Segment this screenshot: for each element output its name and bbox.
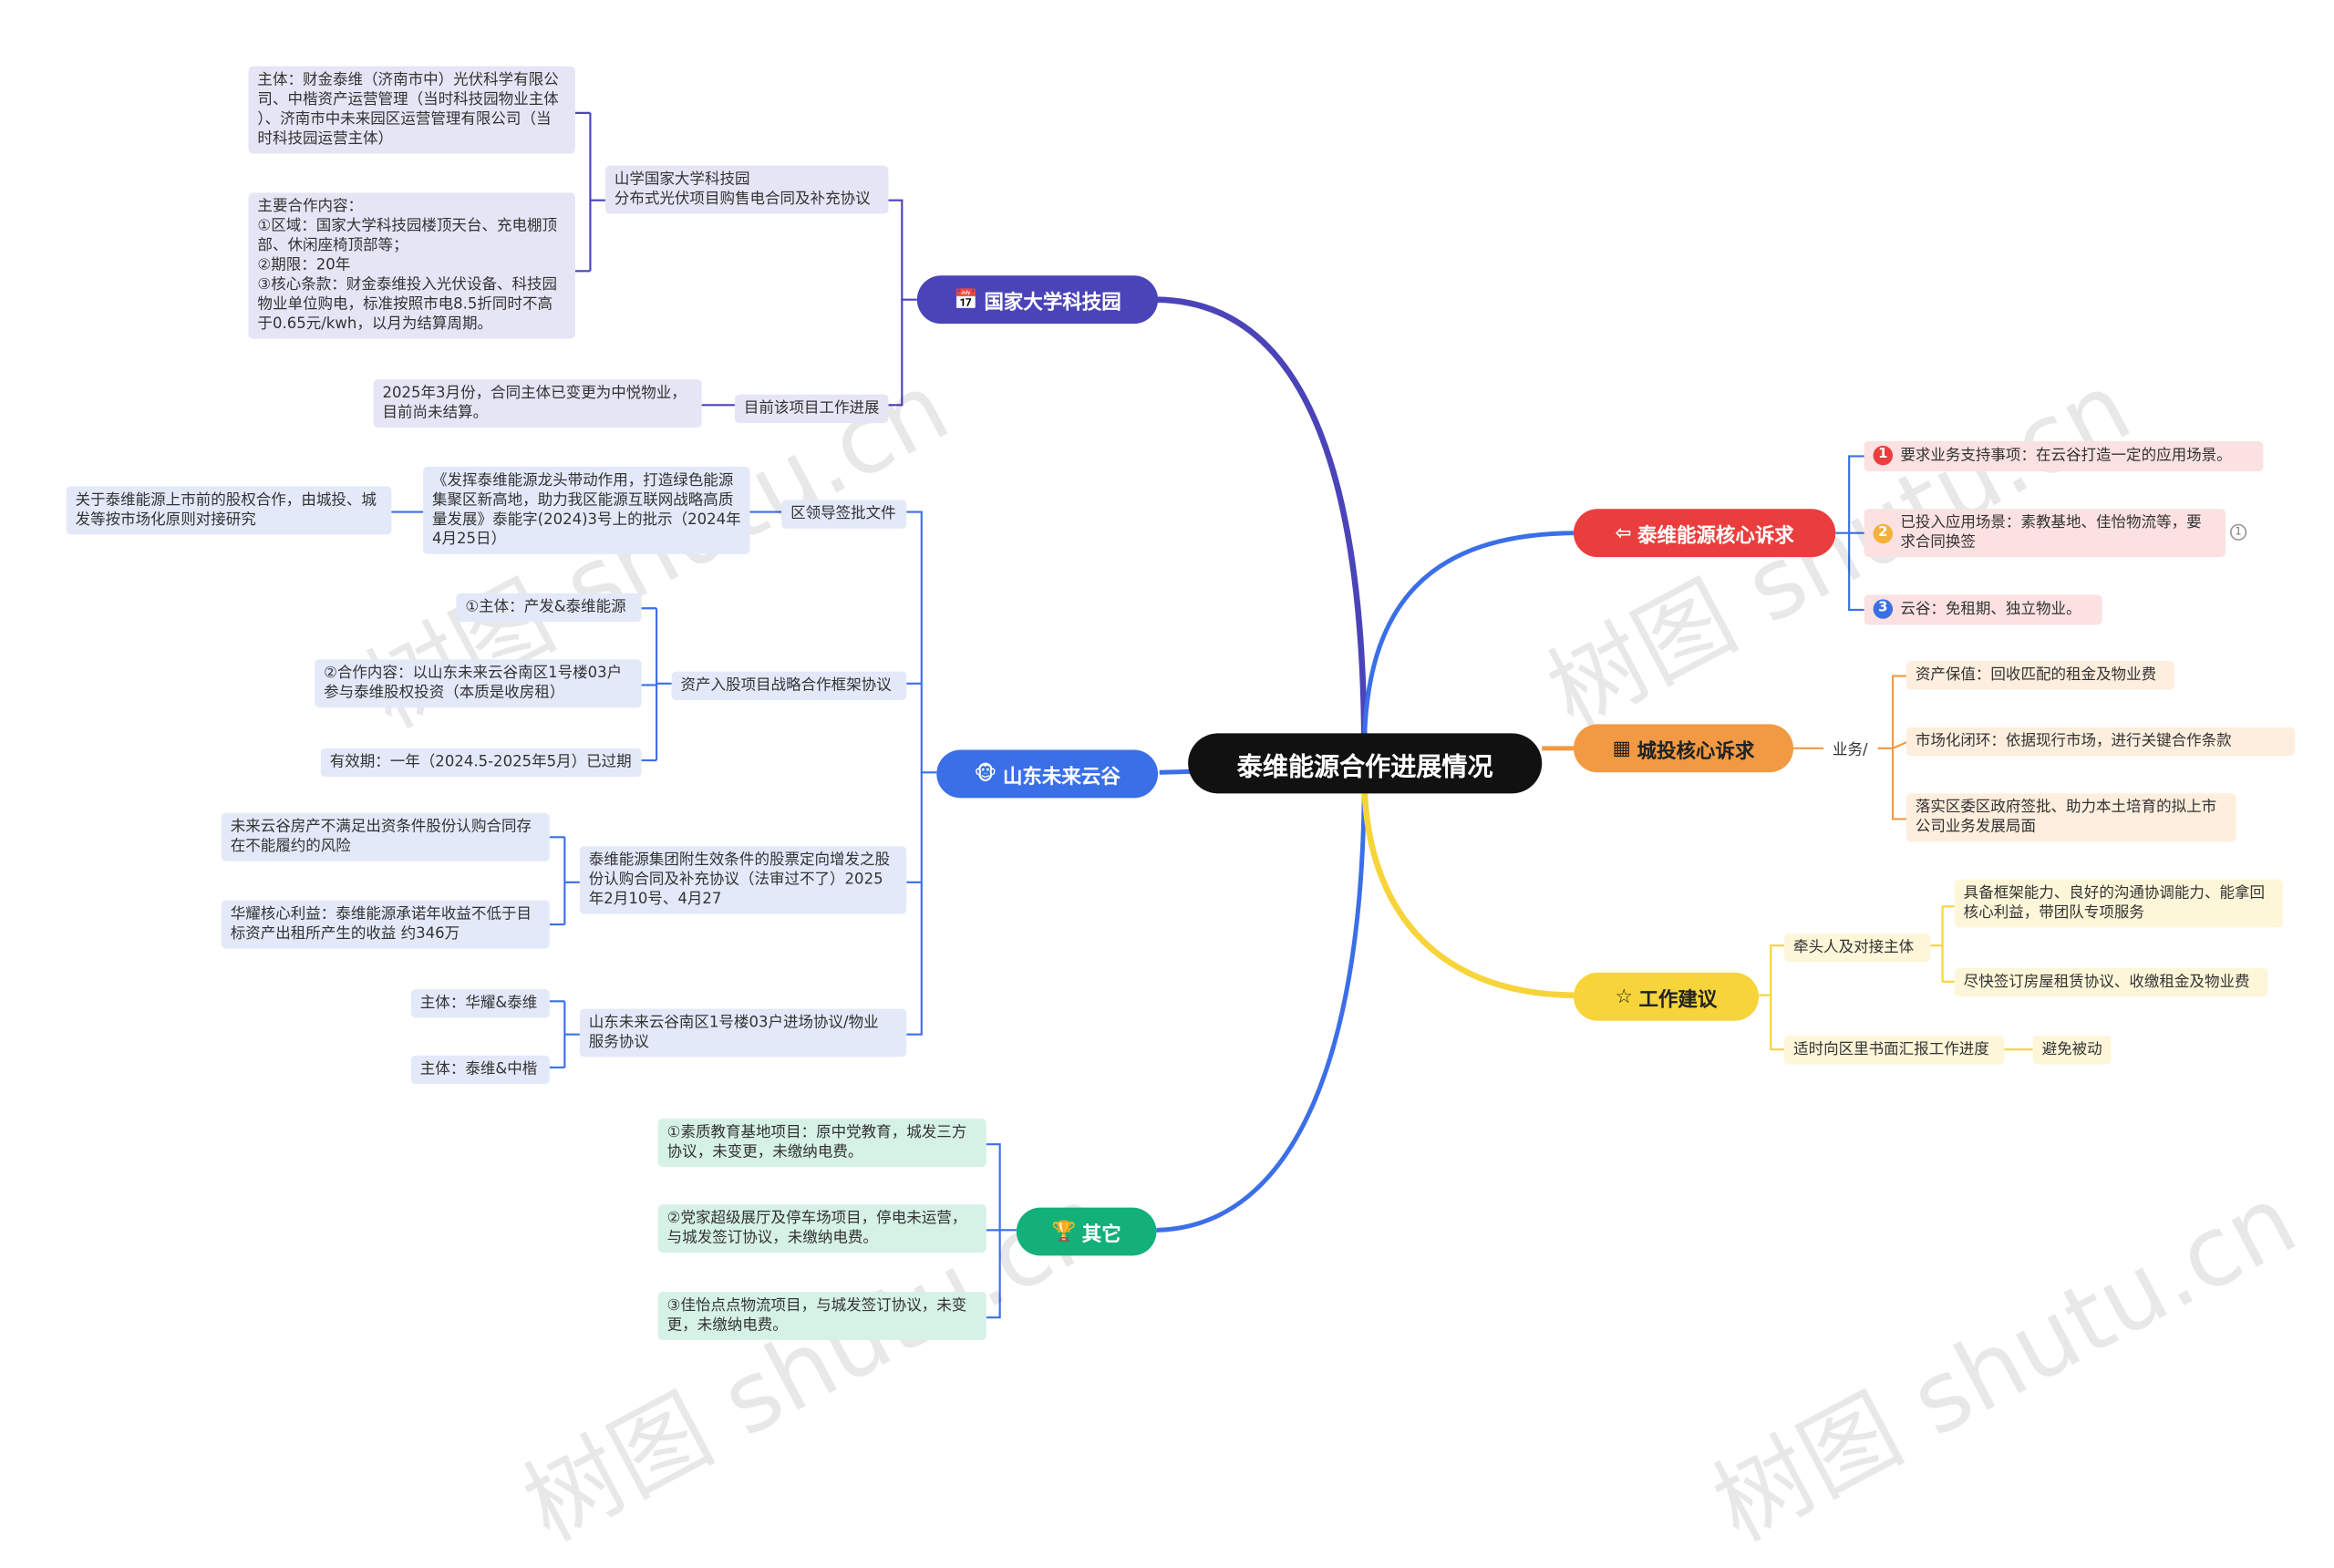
mind-map-canvas: 树图 shutu.cn 树图 shutu.cn 树图 shutu.cn 树图 s… — [66, 66, 2314, 1563]
park-agreement[interactable]: 山学国家大学科技园 分布式光伏项目购售电合同及补充协议 — [604, 165, 889, 214]
number-badge-3: 3 — [1873, 599, 1894, 619]
valley-stock-item-2[interactable]: 华耀核心利益：泰维能源承诺年收益不低于目 标资产出租所产生的收益 约346万 — [221, 900, 550, 949]
connector-lines — [391, 111, 2033, 1319]
valley-frame-item-3[interactable]: 有效期：一年（2024.5-2025年5月）已过期 — [320, 748, 642, 778]
city-mid-label[interactable]: 业务/ — [1832, 742, 1868, 759]
collapse-toggle[interactable]: 1 — [2230, 523, 2247, 541]
park-progress-label[interactable]: 目前该项目工作进展 — [734, 394, 889, 424]
branch-park[interactable]: 📅国家大学科技园 — [916, 275, 1159, 325]
city-item-2[interactable]: 市场化闭环：依据现行市场，进行关键合作条款 — [1905, 727, 2296, 757]
advice-lead-item-1[interactable]: 具备框架能力、良好的沟通协调能力、能拿回 核心利益，带团队专项服务 — [1954, 879, 2283, 928]
valley-frame-label[interactable]: 资产入股项目战略合作框架协议 — [671, 671, 907, 700]
branch-advice[interactable]: ☆工作建议 — [1573, 972, 1760, 1021]
other-item-2[interactable]: ②党家超级展厅及停车场项目，停电未运营， 与城发签订协议，未缴纳电费。 — [657, 1204, 986, 1253]
park-progress[interactable]: 2025年3月份，合同主体已变更为中悦物业， 目前尚未结算。 — [373, 379, 702, 428]
valley-entry-label[interactable]: 山东未来云谷南区1号楼03户进场协议/物业 服务协议 — [579, 1008, 907, 1057]
valley-frame-item-1[interactable]: ①主体：产发&泰维能源 — [456, 593, 642, 623]
branch-demand[interactable]: ⇦泰维能源核心诉求 — [1573, 509, 1836, 558]
valley-entry-item-1[interactable]: 主体：华耀&泰维 — [410, 989, 550, 1018]
city-item-3[interactable]: 落实区委区政府签批、助力本土培育的拟上市 公司业务发展局面 — [1905, 793, 2236, 842]
valley-doc-label[interactable]: 区领导签批文件 — [781, 500, 907, 529]
other-item-3[interactable]: ③佳怡点点物流项目，与城发签订协议，未变 更，未缴纳电费。 — [657, 1292, 986, 1340]
branch-other[interactable]: 🏆其它 — [1016, 1207, 1157, 1256]
valley-doc-note[interactable]: 关于泰维能源上市前的股权合作，由城投、城 发等按市场化原则对接研究 — [66, 486, 392, 535]
branch-valley[interactable]: 🐵山东未来云谷 — [936, 749, 1159, 799]
advice-report-label[interactable]: 适时向区里书面汇报工作进度 — [1784, 1036, 2005, 1065]
number-badge-1: 1 — [1873, 445, 1894, 466]
valley-frame-item-2[interactable]: ②合作内容：以山东未来云谷南区1号楼03户 参与泰维股权投资（本质是收房租） — [315, 659, 642, 708]
number-badge-2: 2 — [1873, 522, 1894, 543]
branch-city[interactable]: ▦城投核心诉求 — [1573, 724, 1794, 773]
advice-report-result[interactable]: 避免被动 — [2032, 1036, 2112, 1065]
calendar-icon: 📅 — [954, 288, 978, 312]
park-subject[interactable]: 主体：财金泰维（济南市中）光伏科学有限公 司、中楷资产运营管理（当时科技园物业主… — [248, 66, 575, 154]
valley-entry-item-2[interactable]: 主体：泰维&中楷 — [410, 1055, 550, 1085]
other-item-1[interactable]: ①素质教育基地项目：原中党教育，城发三方 协议，未变更，未缴纳电费。 — [657, 1119, 986, 1167]
city-item-1[interactable]: 资产保值：回收匹配的租金及物业费 — [1905, 661, 2174, 690]
valley-doc[interactable]: 《发挥泰维能源龙头带动作用，打造绿色能源 集聚区新高地，助力我区能源互联网战略高… — [423, 466, 750, 554]
building-icon: ▦ — [1612, 737, 1631, 760]
arrow-left-icon: ⇦ — [1615, 521, 1632, 545]
star-icon: ☆ — [1615, 985, 1633, 1008]
root-topic[interactable]: 泰维能源合作进展情况 — [1188, 733, 1543, 794]
trophy-icon: 🏆 — [1051, 1220, 1077, 1243]
advice-lead-label[interactable]: 牵头人及对接主体 — [1784, 933, 1931, 963]
valley-stock-item-1[interactable]: 未来云谷房产不满足出资条件股份认购合同存 在不能履约的风险 — [221, 812, 550, 861]
valley-stock-label[interactable]: 泰维能源集团附生效条件的股票定向增发之股 份认购合同及补充协议（法审过不了）20… — [579, 846, 907, 914]
park-content[interactable]: 主要合作内容： ①区域：国家大学科技园楼顶天台、充电棚顶 部、休闲座椅顶部等； … — [248, 192, 575, 339]
mascot-icon: 🐵 — [974, 762, 997, 786]
advice-lead-item-2[interactable]: 尽快签订房屋租赁协议、收缴租金及物业费 — [1954, 967, 2268, 997]
